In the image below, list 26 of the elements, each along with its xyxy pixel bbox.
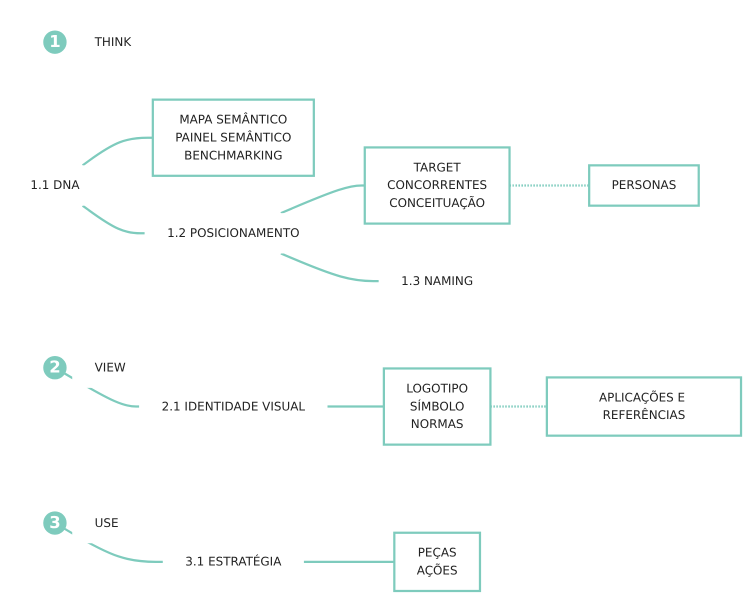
connector (82, 136, 153, 166)
connector (510, 184, 590, 186)
node-text: 3.1 ESTRATÉGIA (185, 554, 282, 568)
node-text: 1.3 NAMING (401, 273, 474, 288)
connector (280, 252, 379, 282)
node-text: 1.1 DNA (30, 178, 80, 192)
node-label: THINK (94, 34, 132, 48)
connector (327, 404, 384, 408)
node-text: 2.1 IDENTIDADE VISUAL (162, 398, 306, 413)
connector (304, 560, 394, 562)
connector (280, 184, 365, 214)
node-box (382, 366, 492, 446)
node-label: VIEW (94, 360, 126, 374)
diagram: 1 THINK 1.1 DNA MAPA SEMÂNTICO PAINEL SEMÂNTICO BENCHMARKING 1.2 POSICIONAMENTO TARGET CONCORRENTES CONCEITUAÇÃO PERSONAS 1.3 NAMING 2 VIEW 2.1 IDENTIDADE VISUAL LOGOTIPO SÍMBOLO NORMAS APLICAÇÕES E REFERÊNCIAS 3 USE 3.1 ESTRATÉGIA PEÇAS AÇÕES (2, 16, 747, 596)
connector (82, 204, 145, 234)
node-label: USE (94, 515, 119, 530)
node-box (152, 98, 315, 176)
node-box (588, 164, 700, 206)
node-box (546, 376, 742, 436)
node-box (364, 146, 511, 224)
connector (490, 404, 547, 408)
node-box (393, 531, 482, 592)
node-circle (43, 510, 67, 534)
node-circle (43, 356, 67, 379)
node-text: 1.2 POSICIONAMENTO (167, 225, 300, 240)
node-circle (43, 30, 67, 54)
